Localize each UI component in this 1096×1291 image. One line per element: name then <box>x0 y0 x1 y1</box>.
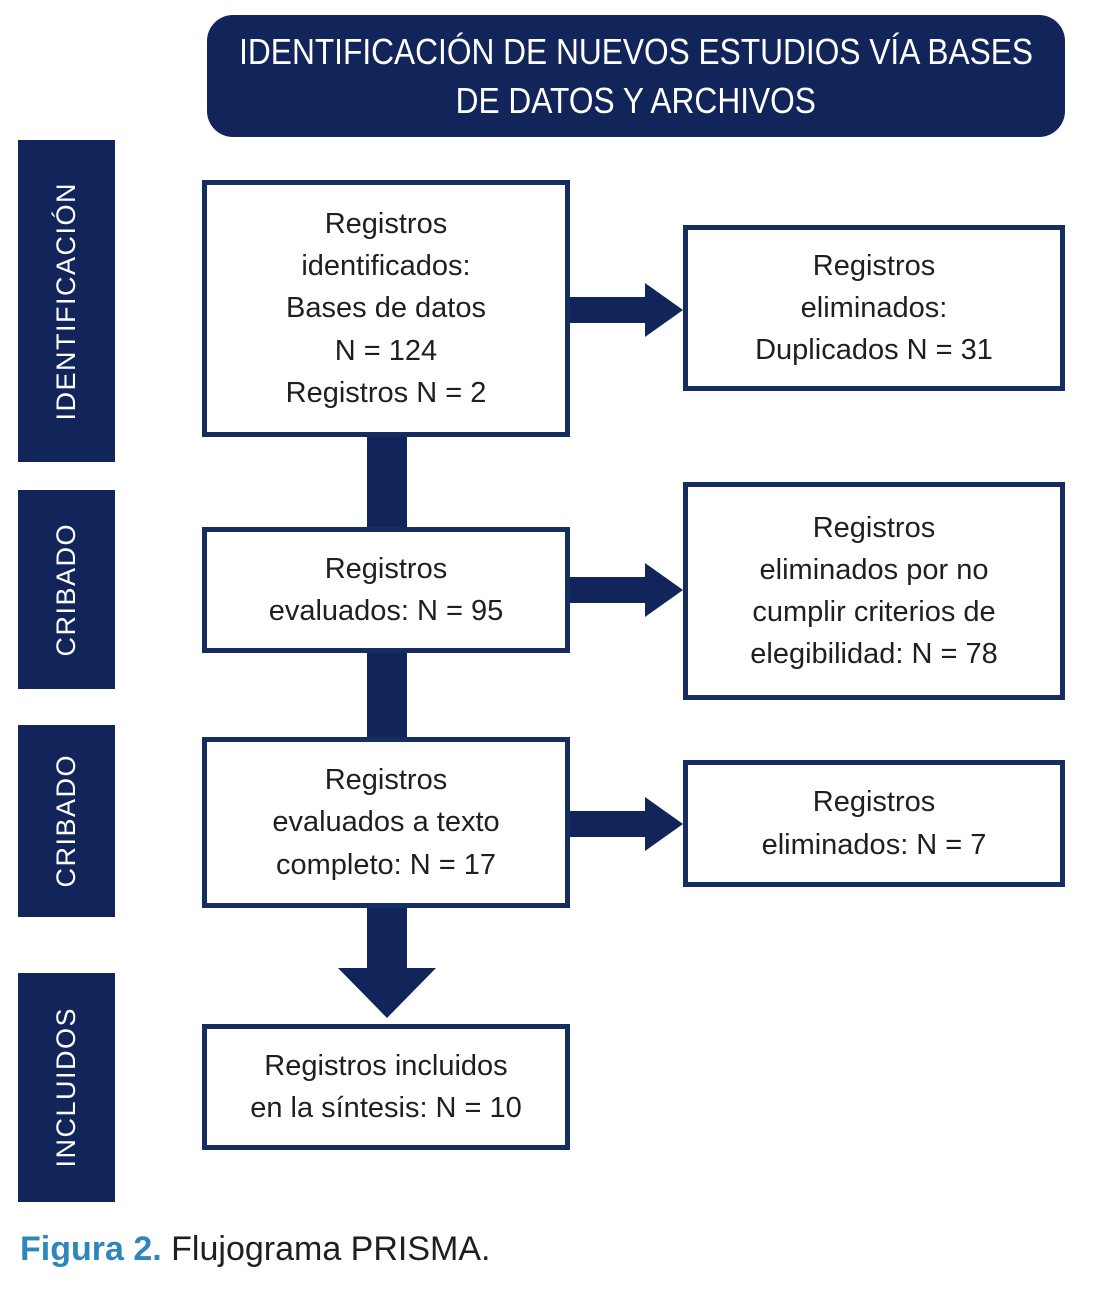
arrow-down-connector-2 <box>367 648 407 742</box>
figure-caption-label: Figura 2. <box>20 1230 162 1268</box>
stage-label-text: CRIBADO <box>51 522 81 657</box>
stage-label-text: IDENTIFICACIÓN <box>51 181 81 421</box>
header-title-line-2: DE DATOS Y ARCHIVOS <box>455 79 817 121</box>
arrow-right-head-3-icon <box>645 797 683 851</box>
arrow-right-1 <box>567 297 647 323</box>
stage-label-cribado-2: CRIBADO <box>18 725 115 917</box>
header-title-line-1: IDENTIFICACIÓN DE NUEVOS ESTUDIOS VÍA BA… <box>239 31 1033 73</box>
figure-caption: Figura 2. Flujograma PRISMA. <box>20 1230 490 1269</box>
arrow-down-connector-3 <box>367 905 407 969</box>
stage-label-text: CRIBADO <box>51 754 81 888</box>
arrow-down-head-icon <box>338 968 436 1018</box>
header-banner: IDENTIFICACIÓN DE NUEVOS ESTUDIOS VÍA BA… <box>207 15 1065 137</box>
stage-label-incluidos: INCLUIDOS <box>18 973 115 1202</box>
stage-label-cribado-1: CRIBADO <box>18 490 115 689</box>
arrow-right-head-1-icon <box>645 283 683 337</box>
figure-caption-text: Flujograma PRISMA. <box>171 1230 491 1268</box>
arrow-right-head-2-icon <box>645 563 683 617</box>
stage-label-identificacion: IDENTIFICACIÓN <box>18 140 115 462</box>
arrow-down-connector-1 <box>367 434 407 532</box>
arrow-right-3 <box>567 811 647 837</box>
stage-label-text: INCLUIDOS <box>51 1007 81 1168</box>
arrow-right-2 <box>567 577 647 603</box>
